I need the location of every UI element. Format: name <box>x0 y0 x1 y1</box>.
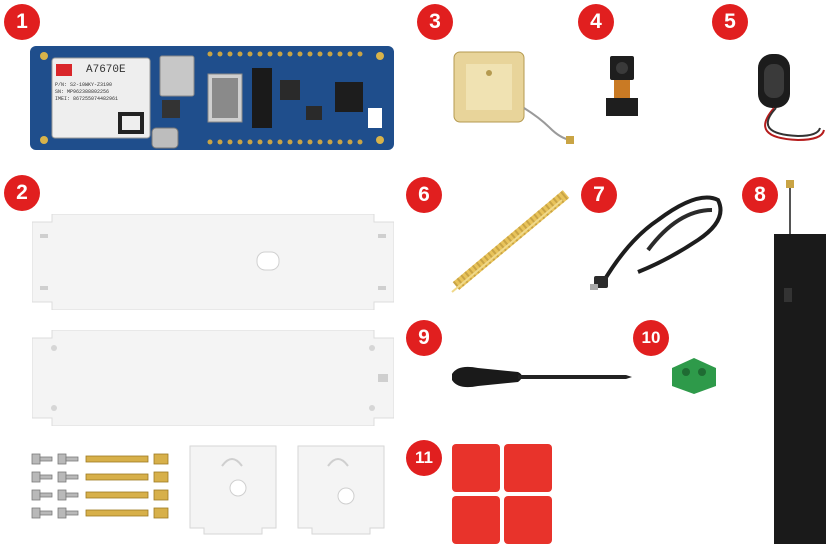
badge-11: 11 <box>406 440 442 476</box>
screws-and-standoffs <box>30 452 180 522</box>
badge-7: 7 <box>581 177 617 213</box>
pin-header <box>446 186 576 296</box>
screwdriver <box>448 360 634 396</box>
acrylic-plate-top <box>32 214 394 310</box>
module-name: A7670E <box>86 64 126 76</box>
usb-cable <box>588 180 730 296</box>
badge-3: 3 <box>417 4 453 40</box>
badge-9: 9 <box>406 320 442 356</box>
module-line-3: IMEI: 867255074482961 <box>55 96 119 102</box>
module-line-2: SN: MP962388802256 <box>55 89 110 95</box>
badge-4: 4 <box>578 4 614 40</box>
adhesive-pads <box>448 440 556 548</box>
badge-10: 10 <box>633 320 669 356</box>
badge-2: 2 <box>4 175 40 211</box>
terminal-block <box>668 356 720 396</box>
gps-antenna <box>450 48 580 148</box>
acrylic-end-caps <box>188 444 388 536</box>
badge-1: 1 <box>4 4 40 40</box>
development-board: A7670E P/N: S2-10WKY-Z3190 SN: MP9623888… <box>30 46 394 150</box>
acrylic-plate-bottom <box>32 330 394 426</box>
lte-antenna <box>772 180 828 546</box>
badge-5: 5 <box>712 4 748 40</box>
badge-6: 6 <box>406 177 442 213</box>
badge-8: 8 <box>742 177 778 213</box>
module-line-1: P/N: S2-10WKY-Z3190 <box>55 82 113 88</box>
camera-module <box>600 54 644 120</box>
speaker <box>738 48 828 148</box>
